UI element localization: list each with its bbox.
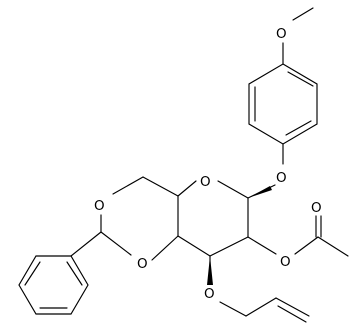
wedge-anomeric [248, 186, 272, 198]
dioxane-ring [70, 176, 179, 261]
bond-acetyl-methyl [317, 236, 349, 257]
pyranose-ring [177, 180, 249, 257]
bond-vinyl-double-1 [275, 297, 310, 317]
phenyl-ring [18, 255, 89, 315]
atom-o-dioxane-bottom: O [137, 256, 148, 272]
methoxyphenyl-ring [248, 63, 318, 145]
atom-o-ring: O [200, 174, 211, 190]
bond-ch2-ch [245, 297, 277, 317]
atom-o-aryl: O [276, 170, 287, 186]
bond-methyl [292, 7, 314, 21]
bond-o-carbonyl-c [294, 236, 319, 255]
atom-o-allyl: O [204, 286, 215, 302]
atom-o-carbonyl: O [311, 200, 322, 216]
bond-vinyl-double-2 [277, 305, 307, 323]
bond-c2-o-ester [247, 236, 277, 255]
bond-o-allyl-ch2 [219, 301, 247, 317]
atom-o-methoxy: O [276, 26, 287, 42]
atom-o-dioxane-top: O [94, 198, 105, 214]
atom-o-ester: O [280, 254, 291, 270]
